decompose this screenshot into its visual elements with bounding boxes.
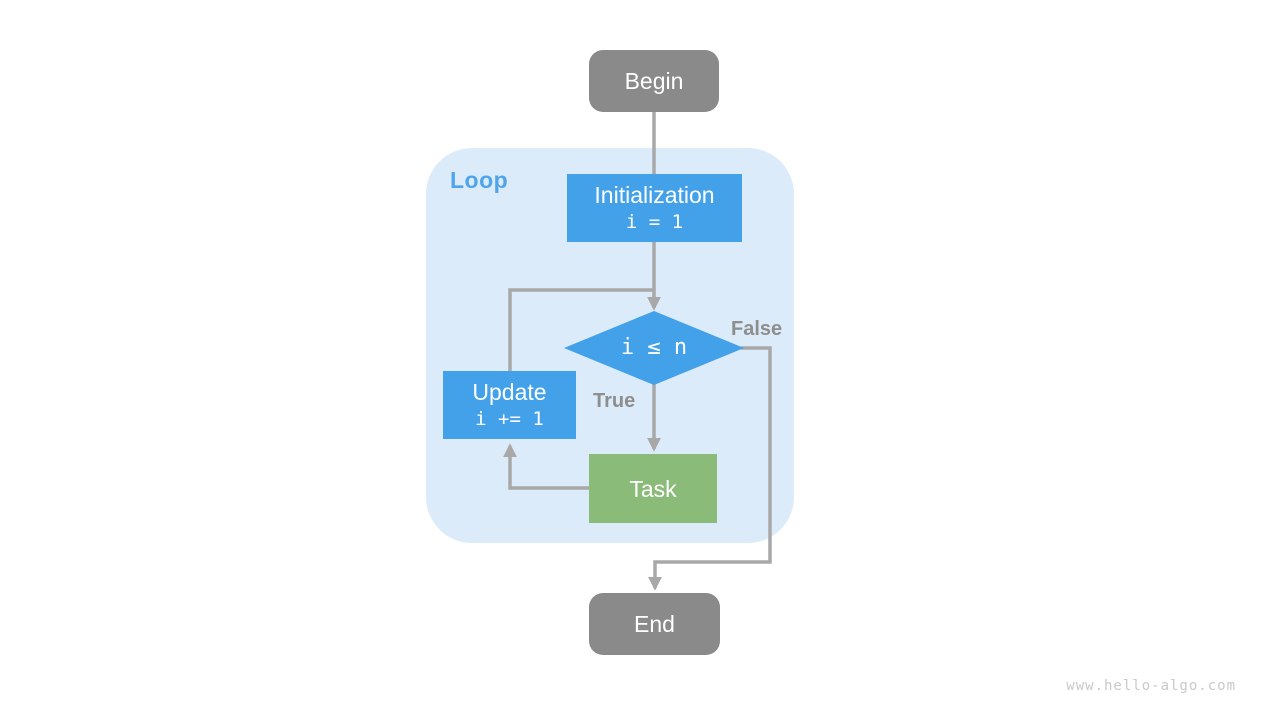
node-condition-code: i ≤ n — [620, 335, 688, 360]
connector-condition-false-to-end — [648, 346, 772, 591]
node-begin: Begin — [589, 50, 719, 112]
edge-label-true: True — [593, 390, 636, 412]
loop-group-label: Loop — [450, 167, 509, 193]
node-end: End — [589, 593, 720, 655]
node-initialization-label: Initialization — [594, 182, 715, 208]
node-update-code: i += 1 — [475, 408, 544, 430]
node-end-label: End — [634, 611, 675, 637]
node-update: Update i += 1 — [443, 371, 576, 439]
node-task: Task — [589, 454, 717, 523]
node-initialization: Initialization i = 1 — [567, 174, 742, 242]
watermark-text: www.hello-algo.com — [1066, 678, 1236, 694]
connector-task-to-update — [503, 443, 589, 490]
node-initialization-code: i = 1 — [625, 211, 684, 233]
node-update-label: Update — [472, 379, 547, 405]
edge-label-false: False — [731, 318, 783, 340]
connector-update-loopback — [508, 288, 653, 372]
node-task-label: Task — [629, 475, 677, 502]
node-begin-label: Begin — [624, 68, 684, 94]
